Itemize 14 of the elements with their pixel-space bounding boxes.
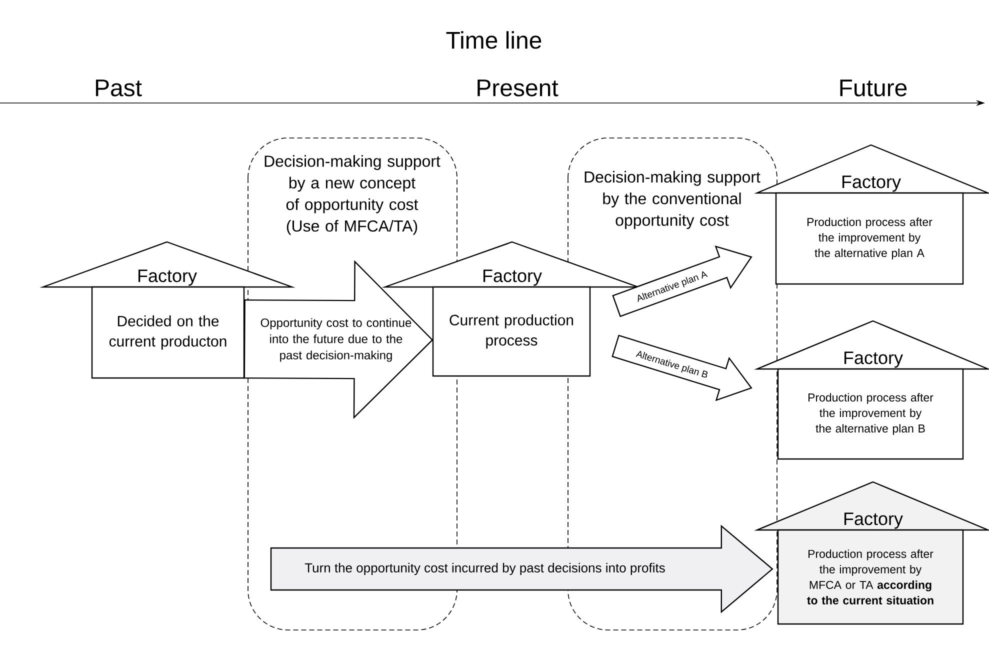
period-label: Future bbox=[840, 80, 907, 96]
node-label: Factory bbox=[844, 352, 903, 368]
block-arrow bbox=[270, 524, 774, 614]
block-arrow bbox=[244, 260, 434, 420]
node-label: Factory bbox=[844, 512, 903, 529]
house-box: Factory Production process after the improvement by MFCA or TA according to the current situation bbox=[754, 481, 989, 625]
title: Time line bbox=[446, 31, 542, 49]
period-label: Past bbox=[96, 80, 142, 96]
period-label: Present bbox=[478, 80, 558, 96]
house-box: Factory Production process after the improvement by the alternative plan B bbox=[754, 320, 989, 460]
block-arrow bbox=[612, 334, 752, 402]
node-label: Factory bbox=[483, 270, 542, 286]
node-label: Factory bbox=[138, 270, 197, 286]
node-label: Factory bbox=[842, 176, 901, 192]
